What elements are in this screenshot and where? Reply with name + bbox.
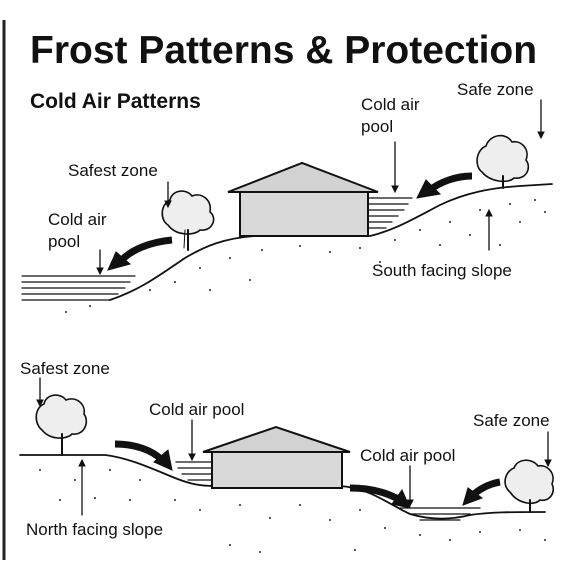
- bottom-scene: Safest zone Cold air pool Cold air pool …: [19, 359, 555, 553]
- cold-air-pool-lines-right: [367, 197, 413, 229]
- label-cold-air-pool: pool: [361, 117, 393, 136]
- top-ground-line: [109, 183, 553, 301]
- cold-air-pool-lines-lower: [399, 507, 481, 521]
- label-safe-zone: Safe zone: [473, 411, 550, 430]
- label-safest-zone: Safest zone: [20, 359, 110, 378]
- top-house: [227, 161, 379, 237]
- page-title: Frost Patterns & Protection: [30, 29, 537, 72]
- cold-air-flow-arrow: [349, 484, 402, 504]
- cold-air-flow-arrow: [117, 236, 173, 265]
- label-safe-zone: Safe zone: [457, 80, 534, 99]
- label-cold-air-pool: Cold air: [361, 95, 420, 114]
- tree-icon: [504, 459, 555, 513]
- top-ground-stipple: [65, 199, 546, 313]
- cold-air-flow-arrow: [427, 172, 473, 193]
- top-scene: Safe zone Cold air pool Safest zone Cold…: [21, 80, 553, 313]
- label-north-facing-slope: North facing slope: [26, 520, 163, 539]
- arrow-head-icon: [107, 251, 132, 271]
- bottom-ground-line: [19, 454, 546, 520]
- tree-icon: [35, 394, 88, 456]
- label-safest-zone: Safest zone: [68, 161, 158, 180]
- arrow-head-icon: [153, 449, 173, 471]
- arrow-head-icon: [391, 488, 411, 509]
- label-cold-air-pool: pool: [48, 232, 80, 251]
- cold-air-pool-lines-upper: [175, 461, 213, 481]
- tree-icon: [476, 134, 530, 189]
- arrow-head-icon: [416, 179, 442, 199]
- label-cold-air-pool: Cold air pool: [149, 400, 244, 419]
- label-south-facing-slope: South facing slope: [372, 261, 512, 280]
- label-cold-air-pool: Cold air pool: [360, 446, 455, 465]
- label-cold-air-pool: Cold air: [48, 210, 107, 229]
- bottom-house: [202, 425, 351, 489]
- cold-air-pool-lines-left: [21, 275, 136, 301]
- section-subtitle: Cold Air Patterns: [30, 90, 201, 113]
- bottom-ground-stipple: [39, 469, 546, 553]
- arrow-head-icon: [462, 487, 484, 506]
